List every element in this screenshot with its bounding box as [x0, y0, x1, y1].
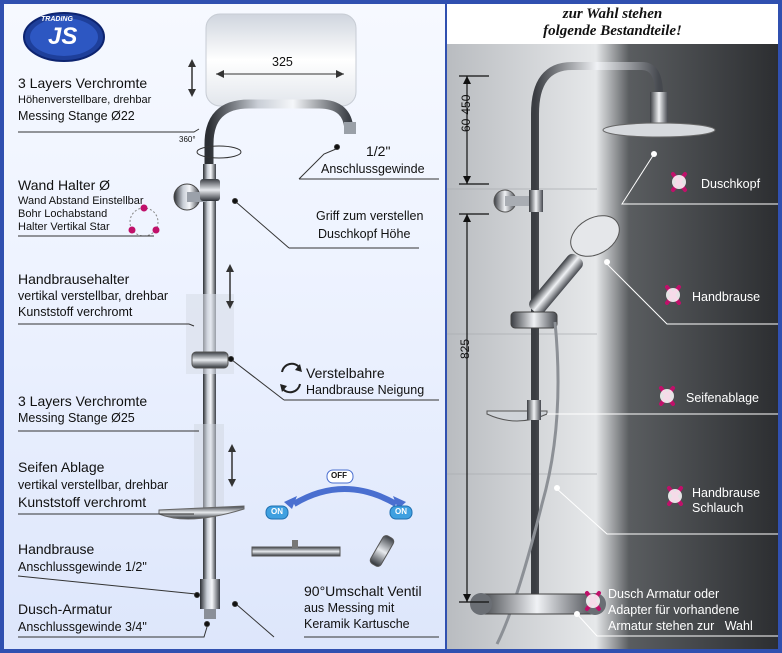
right-panel-photo: zur Wahl stehen folgende Bestandteile! 6… [447, 4, 778, 649]
wallholder-l2: Bohr Lochabstand [18, 208, 108, 220]
holder-adjust-arrow-icon [226, 264, 234, 309]
layers2-title: 3 Layers Verchromte [18, 393, 148, 409]
rotation-360-icon [196, 145, 242, 159]
tilt-sub: Handbrause Neigung [306, 383, 425, 397]
layers1-title: 3 Layers Verchromte [18, 75, 148, 91]
photo-overhead-pipe [531, 62, 663, 604]
soap-adjust-arrow-icon [228, 444, 236, 487]
wallholder-l1: Wand Abstand Einstellbar [18, 195, 144, 207]
overhead-arm-pipe [204, 99, 354, 329]
dim-top-label: 60-450 [459, 94, 473, 132]
valve-on-right-badge: ON [395, 507, 407, 516]
item-schlauch-label: Handbrause [692, 486, 761, 500]
handshower-holder [191, 351, 229, 369]
header-line2: folgende Bestandteile! [543, 23, 682, 39]
handholder-l2: Kunststoff verchromt [18, 305, 133, 319]
shower-connector [344, 122, 356, 134]
header-line1: zur Wahl stehen [562, 6, 663, 22]
left-diagram-graphics [17, 12, 439, 638]
hand-shower-icon [369, 535, 395, 567]
logo-trading-text: TRADING [41, 16, 73, 23]
right-photo-graphics [447, 4, 778, 649]
photo-callout-lines [547, 153, 778, 637]
valve-on-left-badge: ON [271, 507, 283, 516]
overhead-shower-icon [251, 540, 341, 557]
logo-js-text: JS [48, 23, 78, 50]
soap-dish [158, 505, 245, 520]
tilt-title: Verstelbahre [306, 365, 385, 381]
width-dimension-label: 325 [272, 55, 293, 69]
photo-hand-shower [529, 215, 620, 315]
valve-title: 90°Umschalt Ventil [304, 583, 422, 599]
wallholder-l3: Halter Vertikal Star [18, 221, 110, 233]
height-adjust-arrow-icon [188, 59, 196, 97]
logo-badge [23, 12, 105, 62]
soap-l1: vertikal verstellbar, drehbar [18, 478, 169, 492]
item-schlauch-label2: Schlauch [692, 501, 744, 515]
handholder-title: Handbrausehalter [18, 271, 130, 287]
valve-off-badge: OFF [331, 471, 347, 480]
item-armatur-label2: Adapter für vorhandene [608, 603, 740, 617]
wallholder-title: Wand Halter Ø [18, 177, 111, 193]
valve-l1: aus Messing mit [304, 601, 395, 615]
grip-l1: Griff zum verstellen [316, 209, 424, 223]
left-panel-product-diagram: TRADING JS 325 360° 3 Layers Verchromte … [4, 4, 445, 649]
dim-main-label: 825 [458, 338, 472, 359]
valve-l2: Keramik Kartusche [304, 617, 410, 631]
photo-mixer [476, 593, 598, 615]
layers2-sub: Messing Stange Ø25 [18, 411, 135, 425]
height-grip [200, 179, 220, 201]
layers1-sub: Höhenverstellbare, drehbar [18, 94, 152, 106]
photo-dimension-lines [459, 75, 489, 603]
item-duschkopf-label: Duschkopf [701, 177, 761, 191]
tilt-rotate-icon [280, 362, 302, 394]
item-armatur-label3: Armatur stehen zur Wahl [608, 619, 753, 633]
handshower-sub: Anschlussgewinde 1/2" [18, 560, 147, 574]
handshower-title: Handbrause [18, 541, 95, 557]
layers1-sub2: Messing Stange Ø22 [18, 109, 135, 123]
mixer-title: Dusch-Armatur [18, 601, 113, 617]
item-handbrause-label: Handbrause [692, 290, 761, 304]
diverter-valve [200, 579, 220, 609]
photo-shower-head [602, 122, 716, 138]
rotation-angle-label: 360° [179, 135, 196, 144]
mixer-sub: Anschlussgewinde 3/4" [18, 620, 147, 634]
soap-title: Seifen Ablage [18, 459, 105, 475]
thread-sub: Anschlussgewinde [321, 162, 425, 176]
mounting-points-icon [128, 204, 160, 237]
item-seifenablage-label: Seifenablage [686, 391, 759, 405]
thread-title: 1/2" [366, 143, 391, 159]
callout-lines [17, 128, 439, 638]
soap-l2: Kunststoff verchromt [18, 494, 147, 510]
handholder-l1: vertikal verstellbar, drehbar [18, 289, 169, 303]
valve-switch-arc [292, 486, 398, 507]
right-header: zur Wahl stehen folgende Bestandteile! [447, 4, 778, 40]
grip-l2: Duschkopf Höhe [318, 227, 411, 241]
item-armatur-label: Dusch Armatur oder [608, 587, 720, 601]
